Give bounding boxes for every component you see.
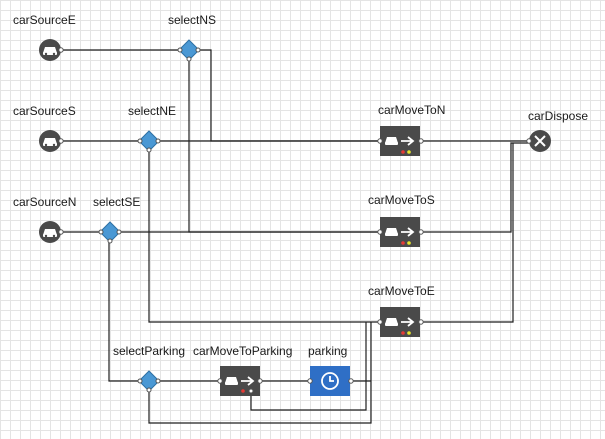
input-port[interactable] (307, 378, 313, 384)
input-port[interactable] (526, 138, 532, 144)
block-carmovetoe[interactable]: carMoveToE (368, 284, 435, 337)
output-port[interactable] (418, 138, 424, 144)
output-false-port[interactable] (186, 56, 192, 62)
block-label: selectParking (113, 344, 185, 358)
output-true-port[interactable] (195, 47, 201, 53)
output-false-port[interactable] (146, 387, 152, 393)
block-label: carSourceS (13, 104, 76, 118)
block-carsourcen[interactable]: carSourceN (13, 195, 76, 243)
input-port[interactable] (98, 229, 104, 235)
clock-icon (321, 372, 339, 390)
block-label: carMoveToS (368, 193, 435, 207)
secondary-output-port[interactable] (248, 388, 254, 394)
input-port[interactable] (137, 378, 143, 384)
block-label: selectSE (93, 195, 140, 209)
block-selectne[interactable]: selectNE (128, 104, 176, 153)
connector-carmovetoparking-carmovetoe[interactable] (250, 322, 367, 411)
input-port[interactable] (137, 138, 143, 144)
input-port[interactable] (217, 378, 223, 384)
status-red-indicator (401, 241, 405, 245)
close-icon (534, 135, 546, 147)
block-label: carMoveToN (378, 103, 445, 117)
connector-carmovetos-cardispose[interactable] (421, 142, 529, 233)
block-parking[interactable]: parking (307, 344, 354, 396)
block-label: carDispose (528, 109, 588, 123)
output-port[interactable] (418, 319, 424, 325)
status-yellow-indicator (407, 150, 411, 154)
block-label: selectNS (168, 13, 216, 27)
input-port[interactable] (177, 47, 183, 53)
block-label: carSourceN (13, 195, 76, 209)
car-move-icon (385, 227, 415, 237)
output-false-port[interactable] (146, 147, 152, 153)
connections (61, 49, 529, 424)
status-red-indicator (401, 331, 405, 335)
status-red-indicator (401, 150, 405, 154)
connector-selectse-selectparking[interactable] (108, 241, 140, 382)
block-cardispose[interactable]: carDispose (526, 109, 589, 152)
car-icon (43, 47, 57, 56)
output-port[interactable] (257, 378, 263, 384)
status-yellow-indicator (407, 331, 411, 335)
output-false-port[interactable] (107, 238, 113, 244)
output-true-port[interactable] (155, 138, 161, 144)
status-yellow-indicator (407, 241, 411, 245)
block-carsources[interactable]: carSourceS (13, 104, 76, 152)
block-carsourcee[interactable]: carSourceE (13, 13, 76, 61)
block-label: parking (308, 344, 347, 358)
output-true-port[interactable] (116, 229, 122, 235)
car-icon (43, 229, 57, 238)
block-label: carSourceE (13, 13, 76, 27)
connector-selectne-carmovetoe[interactable] (148, 150, 380, 323)
block-label: carMoveToParking (193, 344, 292, 358)
output-port[interactable] (58, 229, 64, 235)
input-port[interactable] (377, 138, 383, 144)
block-carmovetoparking[interactable]: carMoveToParking (193, 344, 292, 396)
connector-selectns-carmoveton[interactable] (198, 49, 380, 142)
connector-carmovetoe-cardispose[interactable] (421, 143, 514, 323)
car-move-icon (225, 376, 255, 386)
connector-selectns-carmovetos[interactable] (188, 59, 380, 233)
block-selectse[interactable]: selectSE (93, 195, 140, 244)
car-move-icon (385, 136, 415, 146)
connector-selectparking-carmovetoe[interactable] (148, 322, 372, 424)
block-label: carMoveToE (368, 284, 435, 298)
output-port[interactable] (418, 229, 424, 235)
status-red-indicator (241, 389, 245, 393)
block-label: selectNE (128, 104, 176, 118)
output-port[interactable] (348, 378, 354, 384)
car-move-icon (385, 317, 415, 327)
input-port[interactable] (377, 319, 383, 325)
block-carmoveton[interactable]: carMoveToN (377, 103, 446, 156)
block-selectparking[interactable]: selectParking (113, 344, 185, 393)
block-carmovetos[interactable]: carMoveToS (368, 193, 435, 247)
output-port[interactable] (58, 47, 64, 53)
output-port[interactable] (58, 138, 64, 144)
car-icon (43, 138, 57, 147)
output-true-port[interactable] (155, 378, 161, 384)
input-port[interactable] (377, 229, 383, 235)
block-selectns[interactable]: selectNS (168, 13, 216, 62)
